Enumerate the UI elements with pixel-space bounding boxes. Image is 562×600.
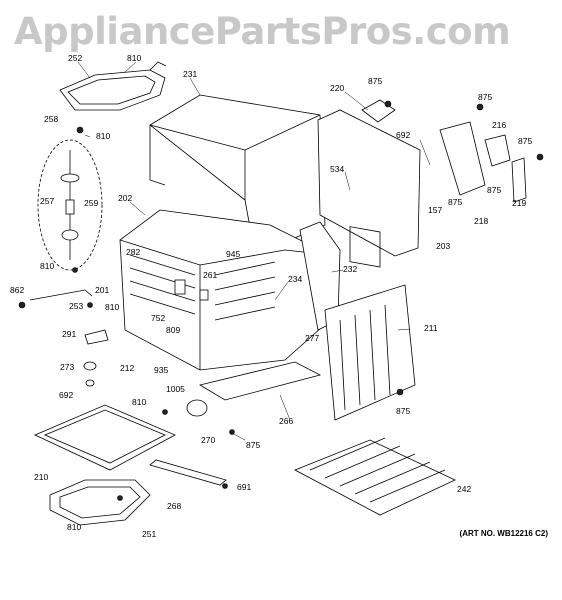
broil-element-top bbox=[59, 61, 167, 111]
label-232: 232 bbox=[343, 264, 357, 274]
bake-element-251 bbox=[49, 479, 151, 526]
label-809: 809 bbox=[166, 325, 180, 335]
door-panel-210 bbox=[34, 404, 176, 471]
label-875: 875 bbox=[368, 76, 382, 86]
label-875: 875 bbox=[487, 185, 501, 195]
rear-panel bbox=[317, 109, 421, 268]
label-216: 216 bbox=[492, 120, 506, 130]
label-258: 258 bbox=[44, 114, 58, 124]
bottom-tray-266 bbox=[198, 361, 322, 401]
label-251: 251 bbox=[142, 529, 156, 539]
label-692: 692 bbox=[59, 390, 73, 400]
bottom-rack-242 bbox=[294, 437, 456, 516]
label-810: 810 bbox=[67, 522, 81, 532]
label-211: 211 bbox=[424, 323, 438, 333]
label-201: 201 bbox=[95, 285, 109, 295]
label-212: 212 bbox=[120, 363, 134, 373]
terminal-block bbox=[439, 121, 527, 203]
label-875: 875 bbox=[478, 92, 492, 102]
label-270: 270 bbox=[201, 435, 215, 445]
trim-strip-268 bbox=[149, 459, 227, 486]
label-268: 268 bbox=[167, 501, 181, 511]
side-panel-232 bbox=[299, 221, 341, 331]
label-810: 810 bbox=[127, 53, 141, 63]
label-534: 534 bbox=[330, 164, 344, 174]
label-202: 202 bbox=[118, 193, 132, 203]
sensor-assembly-258 bbox=[37, 139, 103, 271]
label-242: 242 bbox=[457, 484, 471, 494]
small-hardware bbox=[18, 100, 544, 501]
label-875: 875 bbox=[448, 197, 462, 207]
label-273: 273 bbox=[60, 362, 74, 372]
label-231: 231 bbox=[183, 69, 197, 79]
label-291: 291 bbox=[62, 329, 76, 339]
label-257: 257 bbox=[40, 196, 54, 206]
label-875: 875 bbox=[396, 406, 410, 416]
leader-lines bbox=[77, 61, 431, 441]
label-282: 282 bbox=[126, 247, 140, 257]
label-266: 266 bbox=[279, 416, 293, 426]
art-number: (ART NO. WB12216 C2) bbox=[459, 529, 548, 538]
label-752: 752 bbox=[151, 313, 165, 323]
label-234: 234 bbox=[288, 274, 302, 284]
label-935: 935 bbox=[154, 365, 168, 375]
label-945: 945 bbox=[226, 249, 240, 259]
label-862: 862 bbox=[10, 285, 24, 295]
part-labels: 252 810 231 220 875 875 810 258 692 216 … bbox=[10, 53, 532, 539]
oven-rack-211 bbox=[324, 284, 416, 421]
label-277: 277 bbox=[305, 333, 319, 343]
label-259: 259 bbox=[84, 198, 98, 208]
label-253: 253 bbox=[69, 301, 83, 311]
label-691: 691 bbox=[237, 482, 251, 492]
watermark: AppliancePartsPros.com bbox=[14, 10, 511, 53]
label-810: 810 bbox=[96, 131, 110, 141]
label-1005: 1005 bbox=[166, 384, 185, 394]
label-218: 218 bbox=[474, 216, 488, 226]
label-810: 810 bbox=[40, 261, 54, 271]
label-261: 261 bbox=[203, 270, 217, 280]
label-875: 875 bbox=[246, 440, 260, 450]
label-219: 219 bbox=[512, 198, 526, 208]
label-810: 810 bbox=[105, 302, 119, 312]
label-210: 210 bbox=[34, 472, 48, 482]
label-252: 252 bbox=[68, 53, 82, 63]
label-220: 220 bbox=[330, 83, 344, 93]
label-692: 692 bbox=[396, 130, 410, 140]
label-157: 157 bbox=[428, 205, 442, 215]
label-203: 203 bbox=[436, 241, 450, 251]
label-810: 810 bbox=[132, 397, 146, 407]
label-875: 875 bbox=[518, 136, 532, 146]
